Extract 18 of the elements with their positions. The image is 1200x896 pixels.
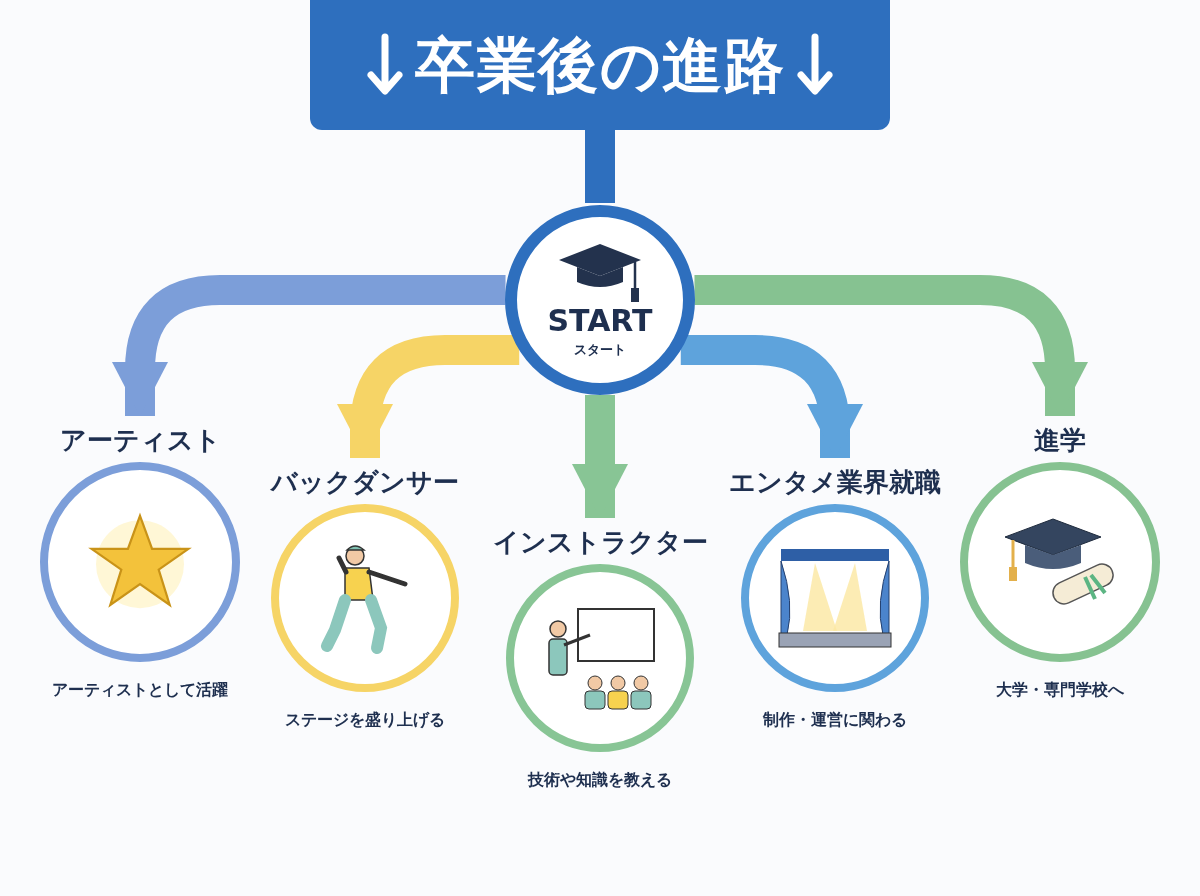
title-banner — [310, 0, 890, 130]
path-description: 大学・専門学校へ — [996, 679, 1124, 701]
path-heading: アーティスト — [59, 424, 221, 457]
start-subtitle: スタート — [574, 341, 626, 360]
path-heading: 進学 — [1034, 424, 1086, 457]
arrow — [572, 395, 628, 518]
path-description: 技術や知識を教える — [528, 769, 672, 791]
arrow — [694, 275, 1088, 416]
path-description: アーティストとして活躍 — [52, 679, 228, 701]
title-text: 卒業後の進路 — [415, 29, 785, 102]
connector-line — [585, 130, 615, 203]
start-label: START — [547, 306, 653, 337]
path-heading: エンタメ業界就職 — [729, 466, 941, 499]
path-description: ステージを盛り上げる — [285, 709, 445, 731]
arrow — [112, 275, 506, 416]
path-description: 制作・運営に関わる — [763, 709, 907, 731]
path-heading: インストラクター — [492, 526, 708, 559]
path-heading: バックダンサー — [271, 466, 459, 499]
